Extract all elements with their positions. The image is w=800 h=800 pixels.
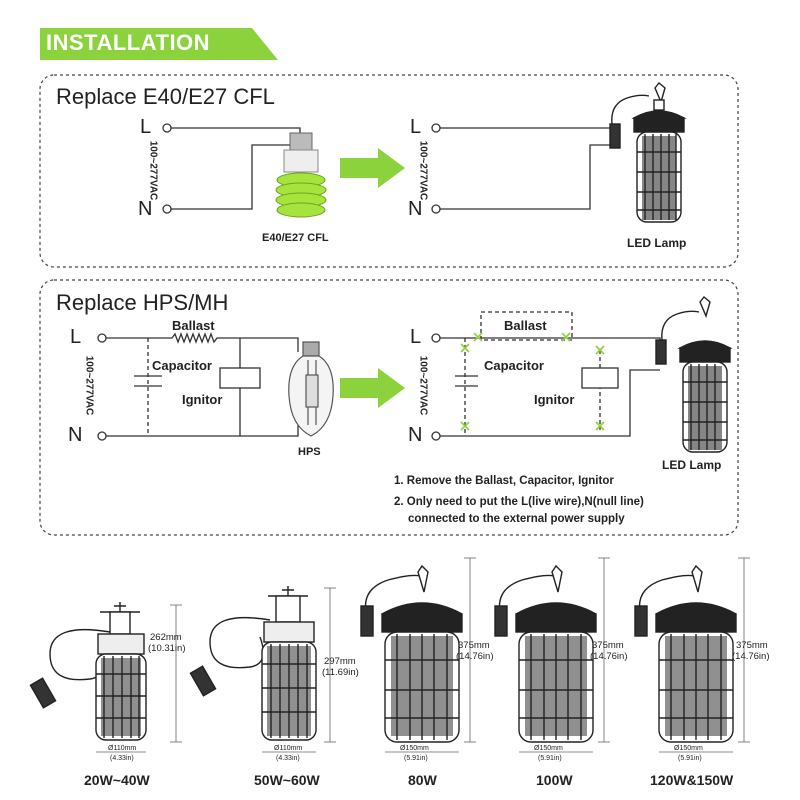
capacitor-label: Capacitor	[152, 358, 212, 373]
diameter-in: (4.33in)	[276, 755, 300, 762]
height-in: (10.31in)	[148, 643, 186, 654]
cfl-label: E40/E27 CFL	[262, 232, 329, 244]
diameter-mm: Ø150mm	[400, 745, 429, 752]
remove-marks	[460, 332, 605, 431]
panel1-title: Replace E40/E27 CFL	[56, 84, 275, 109]
note-line: 1. Remove the Ballast, Capacitor, Ignito…	[394, 475, 614, 487]
height-mm: 375mm	[458, 640, 490, 651]
product-label: 120W&150W	[650, 772, 734, 788]
replace-arrow-icon	[340, 368, 405, 408]
diameter-mm: Ø150mm	[674, 745, 703, 752]
height-in: (14.76in)	[456, 651, 494, 662]
panel2-frame	[39, 279, 739, 536]
dimension-lines	[96, 557, 750, 753]
note-line: 2. Only need to put the L(live wire),N(n…	[394, 496, 644, 508]
height-in: (11.69in)	[322, 667, 359, 678]
terminal-neutral-label: N	[68, 424, 83, 446]
banner-shape	[40, 28, 278, 60]
height-mm: 375mm	[592, 640, 624, 651]
diameter-in: (5.91in)	[538, 755, 562, 762]
hps-circuit	[97, 332, 299, 441]
voltage-label: 100~277VAC	[417, 355, 429, 416]
banner-title: INSTALLATION	[46, 30, 211, 55]
product-lamp-20-40w	[29, 602, 147, 741]
voltage-label: 100~277VAC	[147, 140, 159, 201]
height-mm: 262mm	[150, 632, 182, 643]
led-circuit-2	[431, 311, 661, 441]
capacitor-label: Capacitor	[484, 358, 544, 373]
product-label: 100W	[536, 772, 573, 788]
height-mm: 297mm	[324, 656, 356, 667]
ballast-label: Ballast	[172, 318, 215, 333]
height-in: (14.76in)	[590, 651, 628, 662]
product-label: 50W~60W	[254, 772, 320, 788]
led-circuit-1	[431, 123, 612, 214]
panel1-frame	[39, 74, 739, 268]
height-in: (14.76in)	[732, 651, 770, 662]
panel2-title: Replace HPS/MH	[56, 290, 229, 315]
hps-label: HPS	[298, 446, 321, 458]
terminal-live-label: L	[140, 116, 152, 138]
voltage-label: 100~277VAC	[417, 140, 429, 201]
diameter-in: (5.91in)	[404, 755, 428, 762]
product-lamp-50-60w	[189, 586, 317, 741]
voltage-label: 100~277VAC	[83, 355, 95, 416]
diameter-mm: Ø110mm	[274, 745, 303, 752]
terminal-live-label: L	[410, 116, 422, 138]
led-lamp-icon	[655, 296, 733, 453]
diameter-mm: Ø110mm	[108, 745, 137, 752]
terminal-neutral-label: N	[408, 198, 423, 220]
cfl-lamp-icon	[275, 132, 327, 218]
diameter-mm: Ø150mm	[534, 745, 563, 752]
led-lamp-icon	[609, 82, 687, 223]
product-lamp-120-150w	[634, 564, 737, 743]
replace-arrow-icon	[340, 148, 405, 188]
terminal-live-label: L	[70, 326, 82, 348]
product-label: 80W	[408, 772, 437, 788]
height-mm: 375mm	[736, 640, 768, 651]
product-lamp-100w	[494, 564, 597, 743]
product-label: 20W~40W	[84, 772, 150, 788]
product-lamp-80w	[360, 564, 463, 743]
ignitor-label: Ignitor	[534, 392, 575, 407]
note-line: connected to the external power supply	[408, 513, 625, 525]
ballast-label: Ballast	[504, 318, 547, 333]
terminal-neutral-label: N	[138, 198, 153, 220]
hps-lamp-icon	[288, 341, 334, 437]
led-lamp-label: LED Lamp	[662, 458, 722, 472]
diameter-in: (4.33in)	[110, 755, 134, 762]
led-lamp-label: LED Lamp	[627, 236, 687, 250]
terminal-neutral-label: N	[408, 424, 423, 446]
terminal-live-label: L	[410, 326, 422, 348]
diameter-in: (5.91in)	[678, 755, 702, 762]
ignitor-label: Ignitor	[182, 392, 223, 407]
